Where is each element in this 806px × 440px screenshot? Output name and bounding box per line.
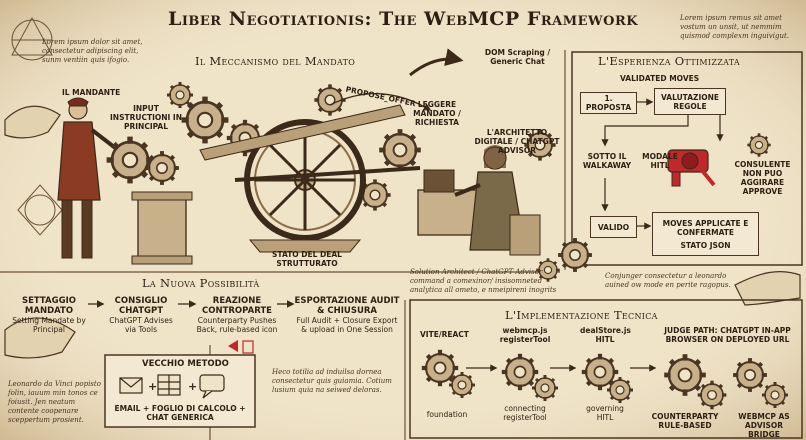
page-title: Liber Negotiationis: The WebMCP Framewor… <box>167 8 639 30</box>
step-consiglio: Consiglio ChatGPT ChatGPT Advises via To… <box>104 296 178 334</box>
label-bridge: WebMCP as Advisor Bridge <box>738 412 790 439</box>
note-top-right: Lorem ipsum remus sit amet vostum un uns… <box>680 14 790 40</box>
note-top-left: Lorem ipsum dolor sit amet, consectetur … <box>42 38 143 64</box>
label-counterparty: Counterparty rule-based <box>651 412 719 430</box>
box-proposta: 1. Proposta <box>580 92 637 114</box>
note-advisor: Solution Architect / ChatGPT Advisor com… <box>410 268 557 294</box>
label-modale-hitl: Modale HITL <box>642 152 678 170</box>
label-consulente: Consulente non puo aggirare approve <box>734 160 791 196</box>
step-esportazione: Esportazione Audit & Chiusura Full Audit… <box>294 296 400 334</box>
step-sub: Full Audit + Closure Export & upload in … <box>296 316 398 334</box>
label-governing: governing HITL <box>586 404 624 422</box>
label-mandante: Il Mandante <box>62 88 121 97</box>
section-possibilita-heading: La Nuova Possibilità <box>142 276 260 290</box>
label-input: Input Instructioni in Principal <box>110 104 182 131</box>
label-dealstore: dealStore.js HITL <box>580 326 631 344</box>
note-leonardo: Conjunger consectetur a leonardo auined … <box>605 272 731 289</box>
architetto-figure <box>417 145 541 256</box>
label-judge-path: Judge Path: ChatGPT in-app browser on de… <box>664 326 791 344</box>
step-sub: ChatGPT Advises via Tools <box>109 316 173 334</box>
label-vite-react: Vite/React <box>420 330 469 339</box>
label-webmcp: webmcp.js registerTool <box>499 326 551 344</box>
step-sub: Counterparty Pushes Back, rule-based ico… <box>196 316 278 334</box>
section-implementazione-heading: L'Implementazione Tecnica <box>505 308 658 322</box>
hitl-crank-icon <box>667 149 716 187</box>
label-connecting: connecting registerTool <box>503 404 547 422</box>
mandante-figure <box>57 97 120 259</box>
box-valutazione: Valutazione Regole <box>654 88 726 115</box>
label-stato-deal: Stato del Deal Strutturato <box>272 250 342 268</box>
section-esperienza-heading: L'Esperienza Ottimizzata <box>598 54 741 68</box>
note-bottom-left: Leonardo da Vinci popisto folin, iauum m… <box>8 380 101 424</box>
svg-text:+: + <box>188 380 197 393</box>
label-foundation: foundation <box>426 410 468 419</box>
label-sotto-walkaway: Sotto il Walkaway <box>582 152 632 170</box>
step-settaggio: Settaggio Mandato Setting Mandate by Pri… <box>10 296 88 334</box>
step-sub: Setting Mandate by Principal <box>12 316 86 334</box>
vecchio-heading: Vecchio Metodo <box>142 359 229 369</box>
label-validated-moves: Validated Moves <box>620 74 700 83</box>
note-bottom-mid: Heco totilia ad induilsa dornea consecte… <box>272 368 392 394</box>
label-stato-json: Stato JSON <box>680 240 731 250</box>
box-valido: Valido <box>590 216 637 238</box>
section-mandato-heading: Il Meccanismo del Mandato <box>195 54 356 68</box>
step-title: Consiglio ChatGPT <box>114 296 168 316</box>
step-title: Reazione Controparte <box>202 296 272 316</box>
box-moves: Moves applicate e confermate Stato JSON <box>652 212 759 256</box>
step-title: Settaggio Mandato <box>22 296 76 316</box>
vecchio-caption: Email + Foglio di Calcolo + Chat Generic… <box>114 404 246 422</box>
label-moves: Moves applicate e confermate <box>662 218 749 237</box>
svg-text:+: + <box>148 380 157 393</box>
label-leggere: Leggere Mandato / Richiesta <box>413 100 461 127</box>
label-architetto: L'Architetto Digitale / ChatGPT Advisor <box>474 128 560 155</box>
label-dom-scraping: DOM Scraping / Generic Chat <box>484 48 551 66</box>
step-title: Esportazione Audit & Chiusura <box>294 296 400 316</box>
step-reazione: Reazione Controparte Counterparty Pushes… <box>196 296 278 334</box>
